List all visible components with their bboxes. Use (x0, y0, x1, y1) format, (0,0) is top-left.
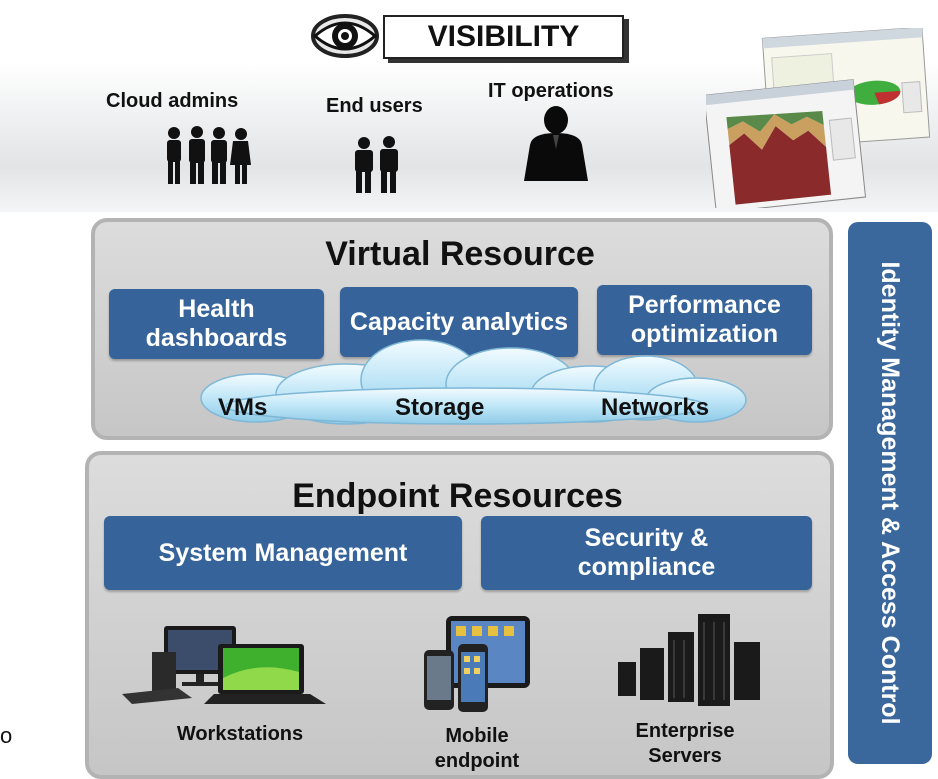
group-people-icon (167, 126, 251, 184)
security-compliance-box: Security & compliance (481, 516, 812, 590)
visibility-title: VISIBILITY (383, 15, 624, 59)
cloud-icon (200, 339, 747, 425)
system-management-box: System Management (104, 516, 462, 590)
identity-management-bar: Identity Management & Access Control (848, 222, 932, 764)
user-label-cloud-admins: Cloud admins (106, 90, 239, 112)
mobile-endpoint-label: Mobile endpoint (434, 725, 520, 772)
eye-icon (311, 14, 379, 58)
user-label-it-operations: IT operations (488, 80, 614, 102)
virtual-resource-title: Virtual Resource (325, 235, 595, 273)
capacity-analytics-box: Capacity analytics (340, 287, 578, 357)
performance-optimization-box: Performance optimization (597, 285, 812, 355)
couple-people-icon (355, 136, 398, 193)
storage-label: Storage (395, 394, 485, 421)
dashboard-screenshot-icon (706, 28, 931, 208)
networks-label: Networks (601, 394, 710, 421)
workstation-icon (122, 626, 326, 704)
vms-label: VMs (218, 394, 268, 421)
identity-management-label: Identity Management & Access Control (876, 261, 904, 725)
businessman-icon (524, 106, 588, 181)
health-dashboards-box: Health dashboards (109, 289, 324, 359)
workstations-label: Workstations (176, 723, 304, 745)
text-fragment: o (0, 723, 13, 748)
enterprise-servers-icon (618, 614, 760, 706)
endpoint-resources-title: Endpoint Resources (292, 477, 623, 515)
mobile-endpoint-icon (424, 616, 530, 712)
user-label-end-users: End users (326, 95, 423, 117)
enterprise-servers-label: Enterprise Servers (635, 720, 735, 767)
